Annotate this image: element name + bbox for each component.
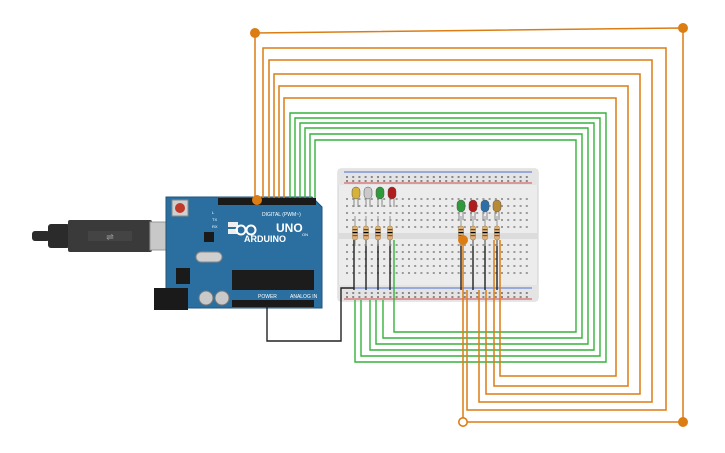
wire-junction[interactable]	[677, 416, 688, 427]
wire-junctions[interactable]	[250, 22, 688, 427]
green-wires[interactable]	[289, 112, 607, 363]
green-wire[interactable]	[299, 122, 595, 351]
green-wire[interactable]	[294, 117, 601, 357]
resistor[interactable]	[387, 216, 393, 246]
digital-header[interactable]	[218, 198, 316, 205]
resistor[interactable]	[470, 216, 476, 246]
orange-wire[interactable]	[278, 85, 629, 387]
digital-header-label: DIGITAL (PWM~)	[262, 212, 301, 218]
power-jack[interactable]	[154, 288, 188, 310]
power-label: POWER	[258, 294, 277, 300]
led[interactable]	[351, 186, 361, 207]
orange-wires[interactable]	[254, 27, 684, 423]
rx-label: RX	[212, 224, 218, 229]
power-analog-header[interactable]	[232, 300, 314, 307]
wire-junction[interactable]	[677, 22, 688, 33]
tx-label: TX	[212, 217, 217, 222]
wire-junction[interactable]	[252, 195, 263, 206]
analog-label: ANALOG IN	[290, 294, 318, 300]
resistors[interactable]	[352, 216, 500, 246]
green-wire[interactable]	[314, 139, 577, 333]
orange-wire[interactable]	[262, 47, 667, 411]
green-wire[interactable]	[309, 133, 583, 339]
usb-cable[interactable]: ⇌	[32, 220, 189, 252]
orange-wire[interactable]	[283, 97, 617, 377]
board-model: UNO	[276, 221, 303, 235]
wire-junction[interactable]	[250, 27, 261, 38]
led[interactable]	[456, 199, 466, 220]
usb-icon: ⇌	[106, 232, 114, 242]
ground-wire[interactable]	[266, 287, 354, 342]
leds[interactable]	[351, 186, 502, 220]
resistor[interactable]	[375, 216, 381, 246]
wire-junction[interactable]	[457, 235, 468, 246]
led[interactable]	[375, 186, 385, 207]
orange-wire[interactable]	[273, 73, 641, 395]
resistor[interactable]	[352, 216, 358, 246]
board-brand: ARDUINO	[244, 234, 286, 244]
orange-wire[interactable]	[268, 59, 653, 403]
resistor[interactable]	[482, 216, 488, 246]
led[interactable]	[363, 186, 373, 207]
arduino-logo-icon	[235, 224, 257, 236]
green-wire[interactable]	[289, 112, 607, 363]
led[interactable]	[468, 199, 478, 220]
l-label: L	[212, 210, 215, 215]
on-label: ON	[302, 232, 308, 237]
breadboard-holes	[346, 176, 528, 298]
ground-wires[interactable]	[266, 240, 498, 342]
led[interactable]	[387, 186, 397, 207]
resistor[interactable]	[363, 216, 369, 246]
arduino-board[interactable]: ⇌ ARDUINO UNO DIGITAL (PWM~) POWER ANALO…	[32, 196, 323, 310]
wire-junction[interactable]	[457, 416, 468, 427]
orange-wire[interactable]	[254, 27, 684, 423]
led[interactable]	[492, 199, 502, 220]
resistor[interactable]	[494, 216, 500, 246]
led[interactable]	[480, 199, 490, 220]
atmega-chip	[232, 270, 314, 290]
green-wire[interactable]	[304, 127, 589, 345]
reset-button[interactable]	[175, 203, 185, 213]
